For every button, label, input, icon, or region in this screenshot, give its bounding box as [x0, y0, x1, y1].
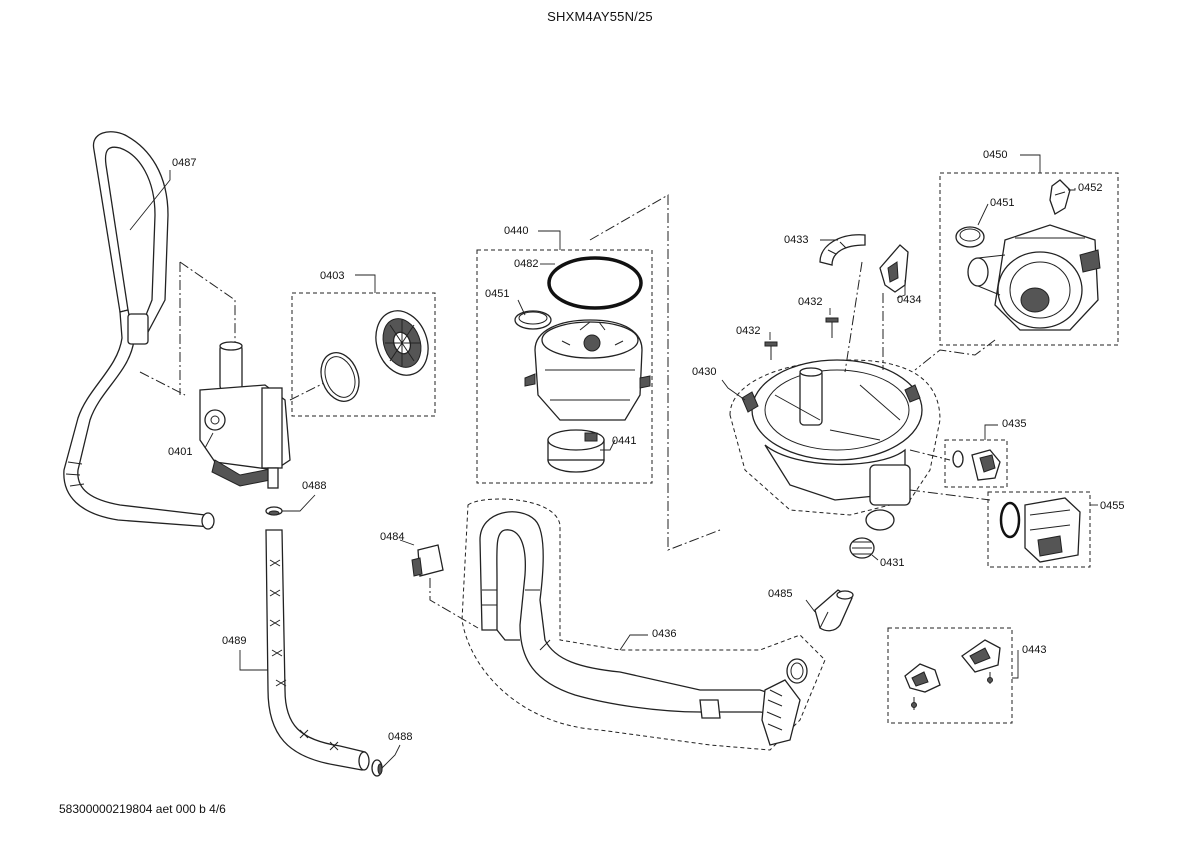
leader-0452 [1068, 188, 1076, 191]
leader-0485 [805, 599, 816, 613]
callout-0488-top: 0488 [302, 480, 326, 492]
callout-0450: 0450 [983, 149, 1007, 161]
hose-clamp-0488-top[interactable] [265, 506, 283, 516]
leader-0488-top [282, 494, 316, 512]
pump-cover-0403[interactable] [367, 303, 437, 382]
callout-0484: 0484 [380, 531, 404, 543]
callout-0482: 0482 [514, 258, 538, 270]
guide-line-0450 [914, 339, 996, 371]
group-outline-0430 [729, 359, 941, 516]
guide-line-0484 [429, 578, 479, 629]
callout-0455: 0455 [1100, 500, 1124, 512]
guide-line-0435 [909, 449, 951, 461]
seal-ring-0403[interactable] [315, 347, 366, 406]
leader-0489 [239, 650, 268, 671]
heat-pump-0450[interactable] [967, 224, 1101, 331]
leader-0434 [896, 280, 906, 299]
guide-line-0455 [909, 489, 991, 501]
clip-0434[interactable] [879, 244, 909, 293]
callout-0487: 0487 [172, 157, 196, 169]
leader-0431 [871, 554, 879, 561]
screw-0432-left[interactable] [764, 341, 778, 360]
callout-0431: 0431 [880, 557, 904, 569]
o-ring-0455[interactable] [999, 501, 1021, 539]
clamp-ring-0451-right[interactable] [955, 226, 985, 248]
callout-0440: 0440 [504, 225, 528, 237]
leader-0484 [399, 539, 415, 546]
callout-0433: 0433 [784, 234, 808, 246]
group-box-0440 [476, 249, 653, 484]
callout-0441: 0441 [612, 435, 636, 447]
holder-clip-0484[interactable] [411, 544, 444, 577]
callout-0489: 0489 [222, 635, 246, 647]
leader-0440 [538, 230, 561, 250]
circulation-pump-0455[interactable] [1024, 497, 1081, 563]
pump-housing-0440[interactable] [524, 319, 651, 421]
holder-0433[interactable] [819, 234, 866, 266]
seal-ring-0436[interactable] [786, 658, 808, 684]
group-box-0443 [887, 627, 1013, 724]
leader-0443 [1012, 650, 1019, 679]
leader-0401 [204, 432, 214, 449]
drain-pump-housing-0401[interactable] [199, 341, 291, 489]
leader-0451-right [977, 203, 989, 226]
guide-line-0487 [139, 261, 236, 396]
callout-0401: 0401 [168, 446, 192, 458]
leader-0403 [355, 274, 376, 293]
leader-0450 [1020, 154, 1041, 173]
bracket-0443-left[interactable] [904, 663, 941, 710]
leader-0435 [984, 424, 998, 440]
group-box-0403 [291, 292, 436, 417]
leader-0441 [600, 439, 616, 451]
leader-0436 [619, 634, 648, 651]
circulation-hose-0436[interactable] [479, 511, 801, 746]
callout-0430: 0430 [692, 366, 716, 378]
callout-0403: 0403 [320, 270, 344, 282]
callout-0432-right: 0432 [798, 296, 822, 308]
group-box-0455 [987, 491, 1091, 568]
callout-0451-right: 0451 [990, 197, 1014, 209]
connecting-hose-0489[interactable] [265, 529, 370, 771]
gasket-0482[interactable] [547, 256, 643, 310]
callout-0435: 0435 [1002, 418, 1026, 430]
callout-0485: 0485 [768, 588, 792, 600]
hose-holder-0485[interactable] [814, 589, 854, 632]
group-box-0435 [944, 439, 1008, 488]
callout-0436: 0436 [652, 628, 676, 640]
guide-line-0440 [589, 194, 721, 551]
bracket-0443-right[interactable] [961, 639, 1001, 684]
callout-0434: 0434 [897, 294, 921, 306]
leader-0430 [721, 379, 746, 401]
sensor-0435[interactable] [952, 449, 1001, 481]
leader-0451-left [517, 299, 526, 316]
guide-line-0433 [844, 261, 884, 373]
callout-0443: 0443 [1022, 644, 1046, 656]
callout-0488-bottom: 0488 [388, 731, 412, 743]
drain-hose-0487[interactable] [63, 131, 215, 530]
sump-0430[interactable] [741, 359, 923, 531]
leader-0487 [129, 170, 171, 231]
document-footer: 58300000219804 aet 000 b 4/6 [59, 802, 226, 816]
latch-0452[interactable] [1049, 179, 1071, 215]
callout-0432-left: 0432 [736, 325, 760, 337]
check-valve-0431[interactable] [849, 537, 875, 559]
callout-0452: 0452 [1078, 182, 1102, 194]
hose-clamp-0488-bottom[interactable] [371, 759, 383, 777]
heat-pump-motor-0441[interactable] [547, 429, 605, 473]
clamp-ring-0451[interactable] [514, 310, 552, 330]
callout-0451-left: 0451 [485, 288, 509, 300]
diagram-title: SHXM4AY55N/25 [547, 9, 653, 24]
screw-0432-right[interactable] [825, 317, 839, 338]
leader-0488-bottom [381, 744, 401, 769]
